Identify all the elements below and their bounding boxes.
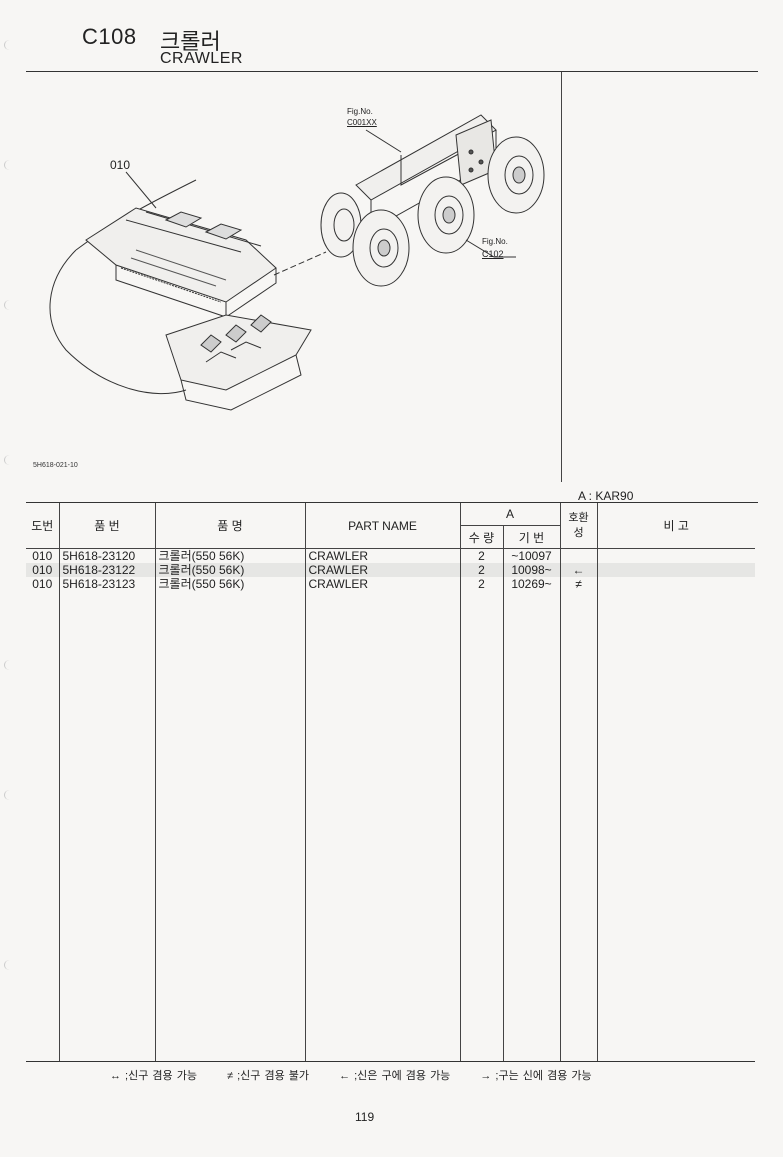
legend-item: ↔ ;신구 겸용 가능 bbox=[110, 1070, 197, 1082]
parts-table: 도번 품 번 품 명 PART NAME A 호환성 비 고 수 량 기 번 0… bbox=[26, 503, 756, 1062]
header-qty: 수 량 bbox=[460, 525, 504, 549]
section-code: C108 bbox=[82, 24, 137, 49]
cell-compat bbox=[559, 548, 598, 563]
cell-name-en: CRAWLER bbox=[304, 548, 461, 563]
cell-part-no: 5H618-23123 bbox=[58, 577, 156, 591]
header-part-no: 품 번 bbox=[58, 503, 156, 549]
punch-hole bbox=[4, 960, 15, 970]
cell-compat: ← bbox=[559, 563, 598, 577]
legend-item: ≠ ;신구 겸용 불가 bbox=[227, 1070, 309, 1082]
cell-part-no: 5H618-23122 bbox=[58, 563, 156, 577]
table-row: 010 5H618-23120 크롤러(550 56K) CRAWLER 2 ~… bbox=[26, 548, 756, 563]
fig-ref-label: Fig.No. bbox=[347, 107, 373, 116]
compatibility-legend: ↔ ;신구 겸용 가능 ≠ ;신구 겸용 불가 ← ;신은 구에 겸용 가능 →… bbox=[110, 1067, 618, 1083]
cell-name-en: CRAWLER bbox=[304, 577, 461, 591]
cell-name-ko: 크롤러(550 56K) bbox=[154, 563, 306, 577]
cell-ref: 010 bbox=[26, 548, 60, 563]
crawler-illustration bbox=[49, 114, 545, 411]
header-ref-no: 도번 bbox=[26, 503, 60, 549]
header-interchange: 호환성 bbox=[559, 503, 598, 549]
cell-serial: 10269~ bbox=[502, 577, 561, 591]
cell-serial: ~10097 bbox=[502, 548, 561, 563]
cell-remarks bbox=[596, 548, 756, 563]
punch-hole bbox=[4, 455, 15, 465]
figure-divider bbox=[561, 72, 562, 482]
cell-ref: 010 bbox=[26, 577, 60, 591]
header-serial: 기 번 bbox=[502, 525, 561, 549]
table-top-rule bbox=[26, 502, 758, 503]
punch-hole bbox=[4, 300, 15, 310]
page-number: 119 bbox=[355, 1110, 375, 1124]
header-remarks: 비 고 bbox=[596, 503, 756, 549]
fig-ref-label: Fig.No. bbox=[482, 237, 508, 246]
cell-compat: ≠ bbox=[559, 577, 598, 591]
punch-hole bbox=[4, 660, 15, 670]
cell-qty: 2 bbox=[459, 563, 504, 577]
cell-remarks bbox=[596, 563, 756, 577]
cell-name-en: CRAWLER bbox=[304, 563, 461, 577]
legend-item: → ;구는 신에 겸용 가능 bbox=[480, 1070, 592, 1082]
model-note: A : KAR90 bbox=[578, 489, 634, 503]
section-title-korean: 크롤러 bbox=[160, 29, 221, 54]
cell-ref: 010 bbox=[26, 563, 60, 577]
cell-qty: 2 bbox=[459, 548, 504, 563]
table-row: 010 5H618-23122 크롤러(550 56K) CRAWLER 2 1… bbox=[26, 563, 756, 577]
header-rule bbox=[26, 71, 758, 72]
punch-hole bbox=[4, 790, 15, 800]
cell-name-ko: 크롤러(550 56K) bbox=[154, 548, 306, 563]
punch-hole bbox=[4, 160, 15, 170]
section-title-english: CRAWLER bbox=[160, 50, 243, 67]
cell-remarks bbox=[596, 577, 756, 591]
header-part-name-ko: 품 명 bbox=[154, 503, 306, 549]
table-empty-space bbox=[26, 591, 756, 1062]
header-group-a: A bbox=[459, 503, 561, 526]
punch-hole bbox=[4, 40, 15, 50]
table-row: 010 5H618-23123 크롤러(550 56K) CRAWLER 2 1… bbox=[26, 577, 756, 591]
legend-item: ← ;신은 구에 겸용 가능 bbox=[339, 1070, 451, 1082]
fig-ref-value: C001XX bbox=[347, 118, 377, 127]
cell-serial: 10098~ bbox=[502, 563, 561, 577]
cell-name-ko: 크롤러(550 56K) bbox=[154, 577, 306, 591]
header-part-name-en: PART NAME bbox=[304, 503, 461, 549]
callout-label: 010 bbox=[110, 158, 131, 172]
cell-qty: 2 bbox=[459, 577, 504, 591]
cell-part-no: 5H618-23120 bbox=[58, 548, 156, 563]
fig-ref-value: C102 bbox=[482, 249, 504, 259]
drawing-code: 5H618-021-10 bbox=[33, 462, 78, 469]
